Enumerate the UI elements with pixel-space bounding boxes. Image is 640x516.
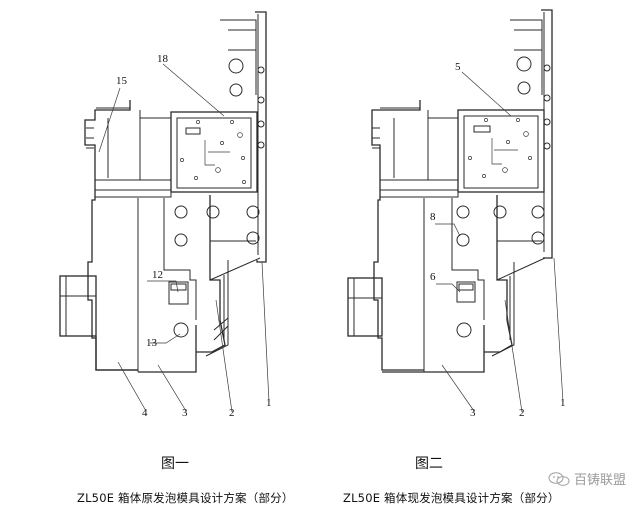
fig2-callout-3: 3 [470,407,476,419]
fig1-callout-18: 18 [157,53,169,65]
figure2-drawing [347,9,564,413]
figure2-label: 图二 [415,456,443,472]
fig2-callout-5: 5 [455,61,461,73]
fig1-callout-3: 3 [182,407,188,419]
watermark-text: 百铸联盟 [573,473,626,488]
fig1-callout-12: 12 [152,269,163,281]
fig1-callout-1: 1 [266,397,272,409]
watermark: 百铸联盟 [548,469,626,488]
figure2-title: ZL50E 箱体现发泡模具设计方案（部分） [343,491,560,505]
figure1-label: 图一 [161,456,189,472]
wechat-logo-icon [548,471,570,486]
fig2-callout-6: 6 [430,271,436,283]
fig2-callout-2: 2 [519,407,525,419]
fig1-callout-4: 4 [142,407,148,419]
figure1-drawing [59,11,270,413]
fig1-callout-13: 13 [146,337,158,349]
fig2-callout-1: 1 [560,397,566,409]
fig2-callout-8: 8 [430,211,436,223]
fig1-callout-15: 15 [116,75,128,87]
figure1-title: ZL50E 箱体原发泡模具设计方案（部分） [77,491,294,505]
fig1-callout-2: 2 [229,407,235,419]
